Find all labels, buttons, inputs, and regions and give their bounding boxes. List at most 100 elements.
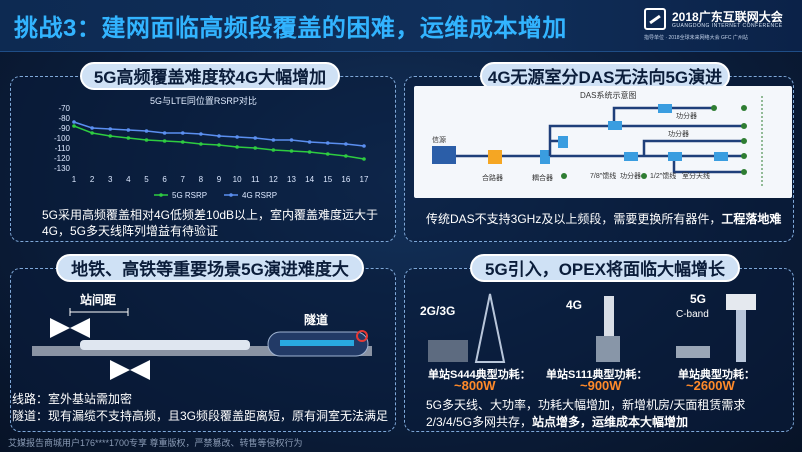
splitter-icon-6 (714, 152, 728, 161)
x-tick-label: 8 (199, 175, 204, 184)
coverage-desc-line2: 4G，5G多天线阵列增益有待验证 (42, 224, 219, 238)
data-point (362, 157, 366, 161)
data-point (253, 136, 258, 140)
splitter-icon-2 (608, 121, 622, 130)
y-tick-label: -120 (54, 154, 71, 163)
das-desc: 传统DAS不支持3GHz及以上频段，需要更换所有器件，工程落地难 (426, 211, 781, 228)
data-point (162, 139, 167, 143)
data-point (72, 120, 76, 124)
chart-title: 5G与LTE同位置RSRP对比 (150, 96, 257, 106)
logo-text: 2018广东互联网大会 (672, 10, 783, 24)
rail-line1: 线路：室外基站需加密 (12, 392, 133, 406)
train-icon (80, 340, 250, 350)
das-label-splitter: 功分器 (620, 171, 641, 180)
tower-4g-icon (596, 296, 620, 362)
data-point (325, 141, 330, 145)
logo-icon (644, 8, 666, 30)
x-tick-label: 7 (181, 175, 186, 184)
x-tick-label: 12 (269, 175, 278, 184)
site2-value: ~900W (580, 378, 622, 393)
tag-23g: 2G/3G (420, 304, 456, 318)
data-point (126, 128, 131, 132)
feeder-lines (456, 106, 744, 174)
das-label-combiner: 合路器 (482, 173, 503, 182)
site-equipment-illustration (428, 293, 756, 363)
opex-line2-normal: 2/3/4/5G多网共存， (426, 415, 533, 429)
data-point (344, 142, 348, 146)
data-point (90, 126, 94, 130)
coverage-panel (10, 76, 396, 242)
label-tunnel: 隧道 (304, 312, 328, 327)
data-point (108, 127, 113, 131)
base-station-beam-icon-2 (110, 360, 150, 380)
x-tick-label: 15 (323, 175, 332, 184)
y-tick-label: -70 (58, 104, 70, 113)
rail-track (32, 346, 372, 356)
opex-line2-bold: 站点增多，运维成本大幅增加 (532, 415, 689, 429)
data-point (344, 154, 348, 158)
x-tick-label: 9 (217, 175, 222, 184)
tower-5g-icon (676, 294, 756, 362)
x-tick-label: 3 (108, 175, 113, 184)
watermark: 艾媒报告商城用户176****1700专享 尊重版权，严禁篡改、转售等侵权行为 (8, 438, 303, 448)
coupler-icon (540, 150, 550, 164)
logo-guide-text: 指导单位 · 2018全球未来网络大会 GFC 广州站 (644, 35, 748, 41)
x-tick-label: 2 (90, 175, 95, 184)
tunnel-antenna-icon (356, 330, 368, 342)
legend-marker (229, 193, 233, 197)
y-tick-label: -110 (55, 144, 71, 153)
x-tick-label: 1 (72, 175, 77, 184)
data-point (108, 134, 113, 138)
data-point (307, 150, 312, 154)
data-point (362, 144, 366, 148)
data-point (144, 138, 149, 142)
tag-4g: 4G (566, 298, 583, 312)
data-point (180, 131, 185, 135)
signal-source-icon (432, 146, 456, 164)
data-point (72, 124, 76, 128)
x-tick-label: 14 (305, 175, 314, 184)
data-point (307, 140, 312, 144)
header-band (0, 0, 802, 52)
tag-5g: 5G (690, 292, 707, 306)
splitter-icon-3 (624, 152, 638, 161)
data-point (90, 131, 94, 135)
splitter-icon-5 (658, 104, 672, 113)
das-label-antenna: 室分天线 (682, 171, 710, 180)
splitter-icon-1 (558, 136, 568, 148)
logo-subtitle: GUANGDONG INTERNET CONFERENCE (672, 23, 783, 29)
rail-panel-title: 地铁、高铁等重要场景5G演进难度大 (56, 254, 364, 282)
das-diagram-svg: DAS系统示意图 信源 合路器 耦合器 7/8"馈线 功分器 1/2"馈线 室分… (432, 90, 763, 186)
data-point (199, 132, 203, 136)
data-point (271, 138, 276, 142)
das-label-source: 信源 (432, 135, 446, 144)
x-tick-label: 16 (341, 175, 350, 184)
legend-label: 4G RSRP (242, 191, 277, 200)
opex-line2: 2/3/4/5G多网共存，站点增多，运维成本大幅增加 (426, 414, 688, 431)
das-label-feeder12: 1/2"馈线 (650, 171, 676, 180)
leaky-cable (280, 340, 354, 346)
conference-logo: 2018广东互联网大会 GUANGDONG INTERNET CONFERENC… (644, 6, 794, 46)
data-point (162, 131, 167, 135)
data-point (217, 143, 221, 147)
rail-line2: 隧道：现有漏缆不支持高频，且3G频段覆盖距离短，原有洞室无法满足 (12, 409, 389, 423)
y-tick-label: -130 (54, 164, 71, 173)
das-diagram-title: DAS系统示意图 (580, 90, 636, 100)
data-point (289, 138, 294, 142)
indoor-antenna-icons (561, 105, 747, 179)
rail-scene: 站间距 隧道 (32, 292, 372, 380)
das-label-feeder78: 7/8"馈线 (590, 171, 616, 180)
y-tick-label: -80 (58, 114, 70, 123)
das-diagram: DAS系统示意图 信源 合路器 耦合器 7/8"馈线 功分器 1/2"馈线 室分… (414, 86, 792, 198)
legend-label: 5G RSRP (172, 191, 207, 200)
tower-23g-icon (428, 293, 506, 363)
site3-label: 单站典型功耗： (678, 369, 755, 381)
x-tick-label: 17 (360, 175, 369, 184)
site3-value: ~2600W (686, 378, 735, 393)
data-point (325, 152, 330, 156)
x-tick-label: 4 (126, 175, 131, 184)
das-label-splitter-a: 功分器 (676, 111, 697, 120)
site1-label: 单站S444典型功耗： (428, 369, 531, 381)
